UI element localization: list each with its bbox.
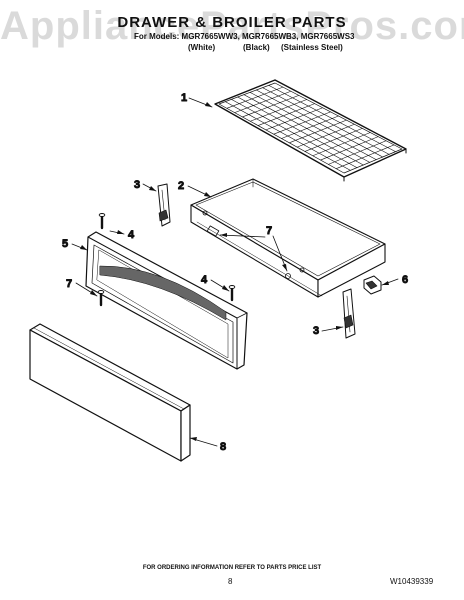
broiler-rack [214,79,407,182]
models-line: For Models: MGR7665WW3, MGR7665WB3, MGR7… [134,32,355,41]
screw-upper [98,213,106,230]
page-number: 8 [228,577,233,586]
callout-7-right: 7 [266,225,272,237]
page-title: DRAWER & BROILER PARTS [117,14,347,31]
drawer-slide-bracket-lower [342,288,356,339]
leader-arrowheads [80,102,389,441]
ordering-note: FOR ORDERING INFORMATION REFER TO PARTS … [142,565,322,571]
callout-3-upper: 3 [134,179,140,191]
screw-side [97,290,105,307]
variant-white: (White) [188,43,216,52]
callout-1: 1 [181,92,187,104]
variant-black: (Black) [243,43,270,52]
document-number: W10439339 [390,577,434,586]
variant-stainless: (Stainless Steel) [281,43,343,52]
callout-6: 6 [402,274,408,286]
lower-kick-panel [29,323,191,462]
callout-8: 8 [220,441,226,453]
drawer-roller-glide [363,275,382,295]
callout-4-lower: 4 [201,274,208,286]
callout-3-lower: 3 [313,325,319,337]
screw-lower [228,285,236,302]
broiler-drawer-pan [190,178,386,298]
callout-4-upper: 4 [128,229,135,241]
drawer-slide-bracket-upper [157,183,171,227]
drawer-front-panel [85,231,248,370]
callout-2: 2 [178,180,184,192]
watermark: AppliancePartsPros.com [0,4,464,48]
callout-7-left: 7 [66,278,72,290]
callout-5: 5 [62,238,68,250]
